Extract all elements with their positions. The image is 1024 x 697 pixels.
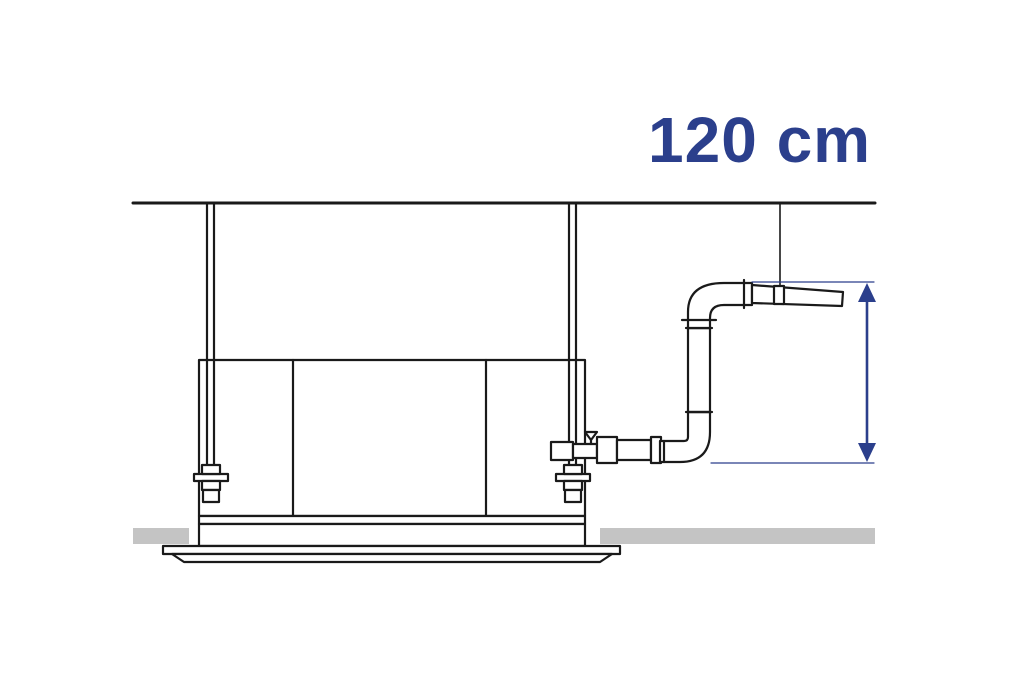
double-arrow-icon (858, 283, 876, 462)
suspended-ceiling-right (600, 528, 875, 544)
hanger-rod-left (192, 201, 230, 504)
drain-outlet-fitting (549, 430, 663, 465)
cassette-unit-icon (161, 358, 622, 564)
suspended-ceiling-left (133, 528, 189, 544)
dimension-label: 120 cm (648, 104, 872, 176)
drain-pipe-icon (658, 278, 845, 464)
